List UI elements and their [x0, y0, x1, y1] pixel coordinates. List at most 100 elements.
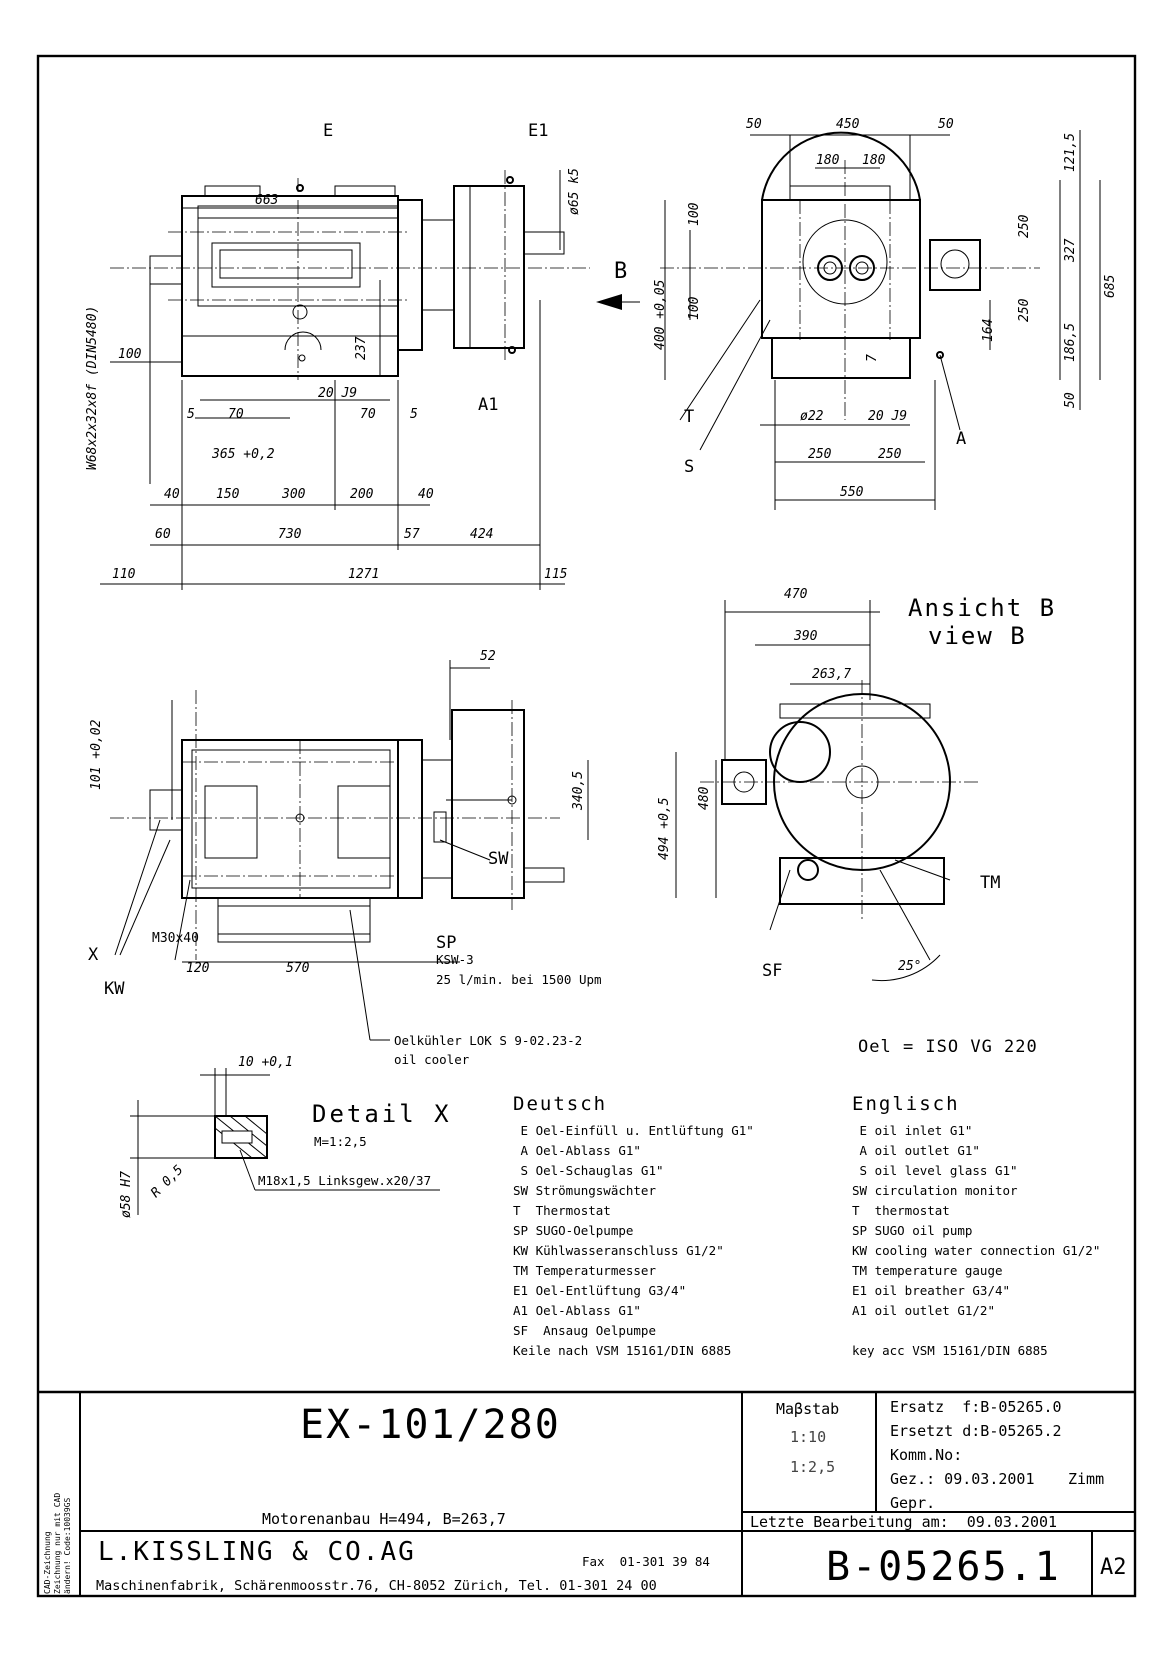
dim-150: 150	[216, 487, 240, 502]
scale-value: 1:2,5	[790, 1458, 835, 1476]
legend-en-item: E1 oil breather G3/4"	[852, 1283, 1010, 1298]
dim-400: 400 +0,05	[653, 279, 668, 350]
view-b-title: Ansicht B	[908, 594, 1056, 622]
legend-de-item: KW Kühlwasseranschluss G1/2"	[513, 1243, 724, 1258]
label-x: X	[88, 945, 99, 965]
dim-164: 164	[981, 319, 996, 342]
cad-note-line: CAD-Zeichnung	[43, 1531, 52, 1594]
label-a1: A1	[478, 395, 498, 415]
legend-en-item: KW cooling water connection G1/2"	[852, 1243, 1100, 1258]
label-sf: SF	[762, 961, 782, 981]
komm-no: Komm.No:	[890, 1446, 962, 1464]
dim-thread: M18x1,5 Linksgew.x20/37	[258, 1173, 431, 1188]
legend-en-item: SW circulation monitor	[852, 1183, 1018, 1198]
legend-de-item: SP SUGO-Oelpumpe	[513, 1223, 633, 1238]
dim-570: 570	[286, 961, 310, 976]
legend-de-item: E1 Oel-Entlüftung G3/4"	[513, 1283, 686, 1298]
dim-730: 730	[278, 527, 302, 542]
dim-25-deg: 25°	[898, 959, 921, 974]
legend-deutsch: E Oel-Einfüll u. Entlüftung G1" A Oel-Ab…	[513, 1123, 754, 1358]
dim-o58-h7: ø58 H7	[119, 1171, 134, 1218]
legend-de-item: SF Ansaug Oelpumpe	[513, 1323, 656, 1338]
dim-470: 470	[784, 587, 808, 602]
dim-186-5: 186,5	[1063, 323, 1078, 362]
dim-424: 424	[470, 527, 493, 542]
legend-en-item: E oil inlet G1"	[852, 1123, 972, 1138]
drawing-number: B-05265.1	[826, 1544, 1061, 1590]
top-view	[110, 660, 589, 1041]
dim-20-j9: 20 J9	[318, 386, 357, 401]
dim-250-right: 250	[878, 447, 902, 462]
dim-5-left: 5	[187, 407, 195, 422]
scale-value: 1:10	[790, 1428, 826, 1446]
dim-390: 390	[793, 629, 818, 644]
dim-340-5: 340,5	[571, 771, 586, 811]
dim-365: 365 +0,2	[211, 447, 275, 462]
last-edit: Letzte Bearbeitung am: 09.03.2001	[750, 1513, 1057, 1531]
legend-en-item: A1 oil outlet G1/2"	[852, 1303, 995, 1318]
legend-en-item: A oil outlet G1"	[852, 1143, 980, 1158]
cad-note: CAD-Zeichnung Zeichnung nur mit CAD ände…	[43, 1493, 72, 1594]
label-a: A	[956, 429, 966, 449]
oil-spec: Oel = ISO VG 220	[858, 1037, 1038, 1057]
dim-263-7: 263,7	[812, 667, 851, 682]
label-s: S	[684, 457, 694, 477]
drawing-frame	[36, 54, 1137, 1598]
dim-r0-5: R 0,5	[148, 1162, 186, 1200]
dim-121-5: 121,5	[1063, 133, 1078, 172]
dim-50-left: 50	[746, 117, 762, 132]
dim-1271: 1271	[348, 567, 379, 582]
dim-250-bottom: 250	[1017, 298, 1032, 322]
dim-70-left: 70	[228, 407, 244, 422]
dim-70-right: 70	[360, 407, 376, 422]
legend-deutsch-title: Deutsch	[513, 1093, 607, 1115]
dim-40-right: 40	[418, 487, 434, 502]
dim-60: 60	[155, 527, 171, 542]
legend-de-item: A Oel-Ablass G1"	[513, 1143, 641, 1158]
sp-model: KSW-3	[436, 952, 474, 967]
dim-250-left: 250	[808, 447, 832, 462]
dim-115: 115	[544, 567, 568, 582]
dim-50-bottom: 50	[1063, 392, 1078, 408]
legend-de-item: E Oel-Einfüll u. Entlüftung G1"	[513, 1123, 754, 1138]
legend-de-item: SW Strömungswächter	[513, 1183, 656, 1198]
gez-name: Zimm	[1068, 1470, 1104, 1488]
dim-450: 450	[836, 117, 860, 132]
dim-101: 101 +0,02	[89, 719, 104, 790]
title-block	[38, 1390, 1135, 1596]
dim-663: 663	[255, 193, 278, 208]
dim-40-left: 40	[164, 487, 180, 502]
gepr: Gepr.	[890, 1494, 935, 1512]
dim-100-top: 100	[687, 202, 702, 226]
label-kw: KW	[104, 979, 125, 999]
dim-50-right: 50	[938, 117, 954, 132]
dim-180-right: 180	[862, 153, 886, 168]
cad-note-line: Zeichnung nur mit CAD	[53, 1493, 62, 1594]
dim-200: 200	[350, 487, 374, 502]
legend-en-item: S oil level glass G1"	[852, 1163, 1018, 1178]
detail-x-title: Detail X	[312, 1100, 452, 1128]
legend-de-item: Keile nach VSM 15161/DIN 6885	[513, 1343, 731, 1358]
legend-de-item: A1 Oel-Ablass G1"	[513, 1303, 641, 1318]
legend-en-item: SP SUGO oil pump	[852, 1223, 972, 1238]
drawing-title: EX-101/280	[300, 1402, 561, 1448]
cooler-en: oil cooler	[394, 1052, 470, 1067]
legend-englisch: E oil inlet G1" A oil outlet G1" S oil l…	[852, 1123, 1100, 1358]
dim-5-right: 5	[410, 407, 418, 422]
dim-57: 57	[404, 527, 420, 542]
sp-flow: 25 l/min. bei 1500 Upm	[436, 972, 602, 987]
dim-100: 100	[118, 347, 142, 362]
legend-de-item: S Oel-Schauglas G1"	[513, 1163, 664, 1178]
label-tm: TM	[980, 873, 1000, 893]
detail-x	[130, 1068, 440, 1215]
scale-label: Maβstab	[776, 1400, 839, 1418]
legend-en-item: key acc VSM 15161/DIN 6885	[852, 1343, 1048, 1358]
dim-m30x40: M30x40	[152, 931, 199, 946]
label-t: T	[684, 407, 694, 427]
dim-300: 300	[281, 487, 306, 502]
dim-237: 237	[354, 336, 369, 360]
front-view	[100, 170, 640, 590]
dim-7: 7	[865, 354, 880, 362]
dim-550: 550	[840, 485, 864, 500]
